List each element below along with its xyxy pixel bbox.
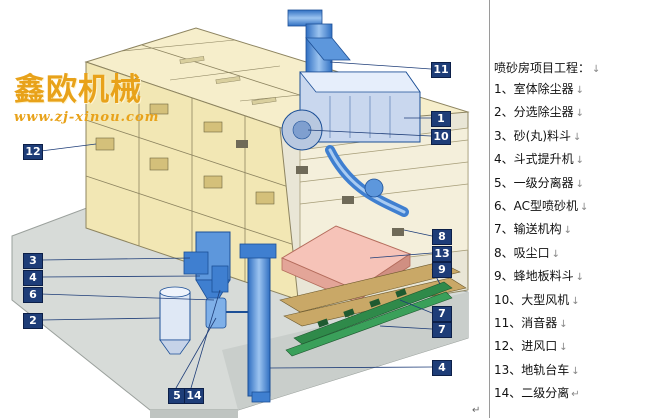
paragraph-mark: ↓ — [580, 201, 589, 213]
callout-8-suction-port: 8 — [432, 229, 452, 245]
callout-4-bucket-elevator-lower: 4 — [432, 360, 452, 376]
separation-dust-collector — [159, 291, 191, 341]
callout-9-floor-hopper: 9 — [432, 262, 452, 278]
wall-vent-grilles — [95, 103, 275, 205]
legend-item: 4、斗式提升机↓ — [494, 152, 585, 167]
legend-item: 12、进风口↓ — [494, 339, 568, 354]
paragraph-mark: ↓ — [575, 155, 585, 167]
brand-website: www.zj-xinou.com — [14, 110, 160, 125]
paragraph-mark: ↓ — [575, 85, 585, 96]
paragraph-mark: ↓ — [571, 365, 580, 377]
legend-item: 1、室体除尘器↓ — [494, 82, 585, 96]
legend-item: 13、地轨台车↓ — [494, 362, 580, 377]
callout-13-rail-cart: 13 — [432, 246, 452, 262]
legend-panel: 喷砂房项目工程：↓ 1、室体除尘器↓ 2、分选除尘器↓ 3、砂(丸)料斗↓ 4、… — [494, 58, 648, 405]
callout-5-primary-separator: 5 — [168, 388, 186, 404]
panel-divider — [489, 0, 490, 418]
callout-14-secondary-separator: 14 — [184, 388, 204, 404]
legend-item: 10、大型风机↓ — [494, 292, 580, 307]
callout-1-room-dust-collector: 1 — [431, 111, 451, 127]
legend-item: 14、二级分离↵ — [494, 386, 580, 401]
legend-item: 11、消音器↓ — [494, 315, 568, 330]
callout-12-air-inlet: 12 — [23, 144, 43, 160]
legend-item: 7、输送机构↓ — [494, 222, 573, 237]
suction-ports — [236, 140, 404, 236]
conveyor-troughs — [285, 281, 453, 357]
floor-slab-edge — [150, 410, 238, 418]
legend-item: 6、AC型喷砂机↓ — [494, 198, 589, 213]
legend-item: 5、一级分离器↓ — [494, 175, 585, 190]
legend-item: 3、砂(丸)料斗↓ — [494, 128, 582, 143]
paragraph-mark: ↓ — [551, 248, 561, 260]
callout-leaders — [40, 61, 441, 389]
callout-3-sand-hopper: 3 — [23, 253, 43, 269]
bucket-elevator — [247, 245, 271, 397]
callout-7-conveyor-second: 7 — [432, 322, 452, 338]
callout-7-conveyor: 7 — [432, 306, 452, 322]
paragraph-mark: ↓ — [592, 64, 601, 75]
legend-title: 喷砂房项目工程：↓ — [494, 61, 601, 75]
sandblasting-room-illustration — [11, 9, 470, 418]
paragraph-mark: ↓ — [575, 178, 585, 190]
floor-slab-shadow — [222, 292, 468, 410]
legend-item: 9、蜂地板料斗↓ — [494, 269, 585, 284]
exhaust-duct-elbow — [305, 37, 351, 61]
paragraph-mark: ↓ — [575, 108, 585, 120]
paragraph-mark: ↓ — [559, 318, 568, 330]
document-end-mark: ↵ — [472, 405, 481, 416]
paragraph-mark: ↓ — [571, 295, 580, 307]
paragraph-mark: ↓ — [559, 342, 568, 354]
callout-10-large-fan: 10 — [431, 129, 451, 145]
callout-6-blasting-machine: 6 — [23, 287, 43, 303]
callout-11-dust-muffler: 11 — [431, 62, 451, 78]
paragraph-mark: ↓ — [563, 225, 573, 237]
callout-4-bucket-elevator: 4 — [23, 270, 43, 286]
paragraph-mark: ↓ — [575, 272, 585, 284]
secondary-separator — [211, 265, 229, 293]
brand-logo-text: 鑫欧机械 — [14, 72, 142, 108]
callout-2-separation-collector: 2 — [23, 313, 43, 329]
paragraph-mark: ↵ — [571, 389, 580, 401]
paragraph-mark: ↓ — [573, 131, 582, 143]
legend-item: 2、分选除尘器↓ — [494, 105, 585, 120]
legend-item: 8、吸尘口↓ — [494, 245, 561, 260]
muffler-stack — [287, 9, 323, 27]
